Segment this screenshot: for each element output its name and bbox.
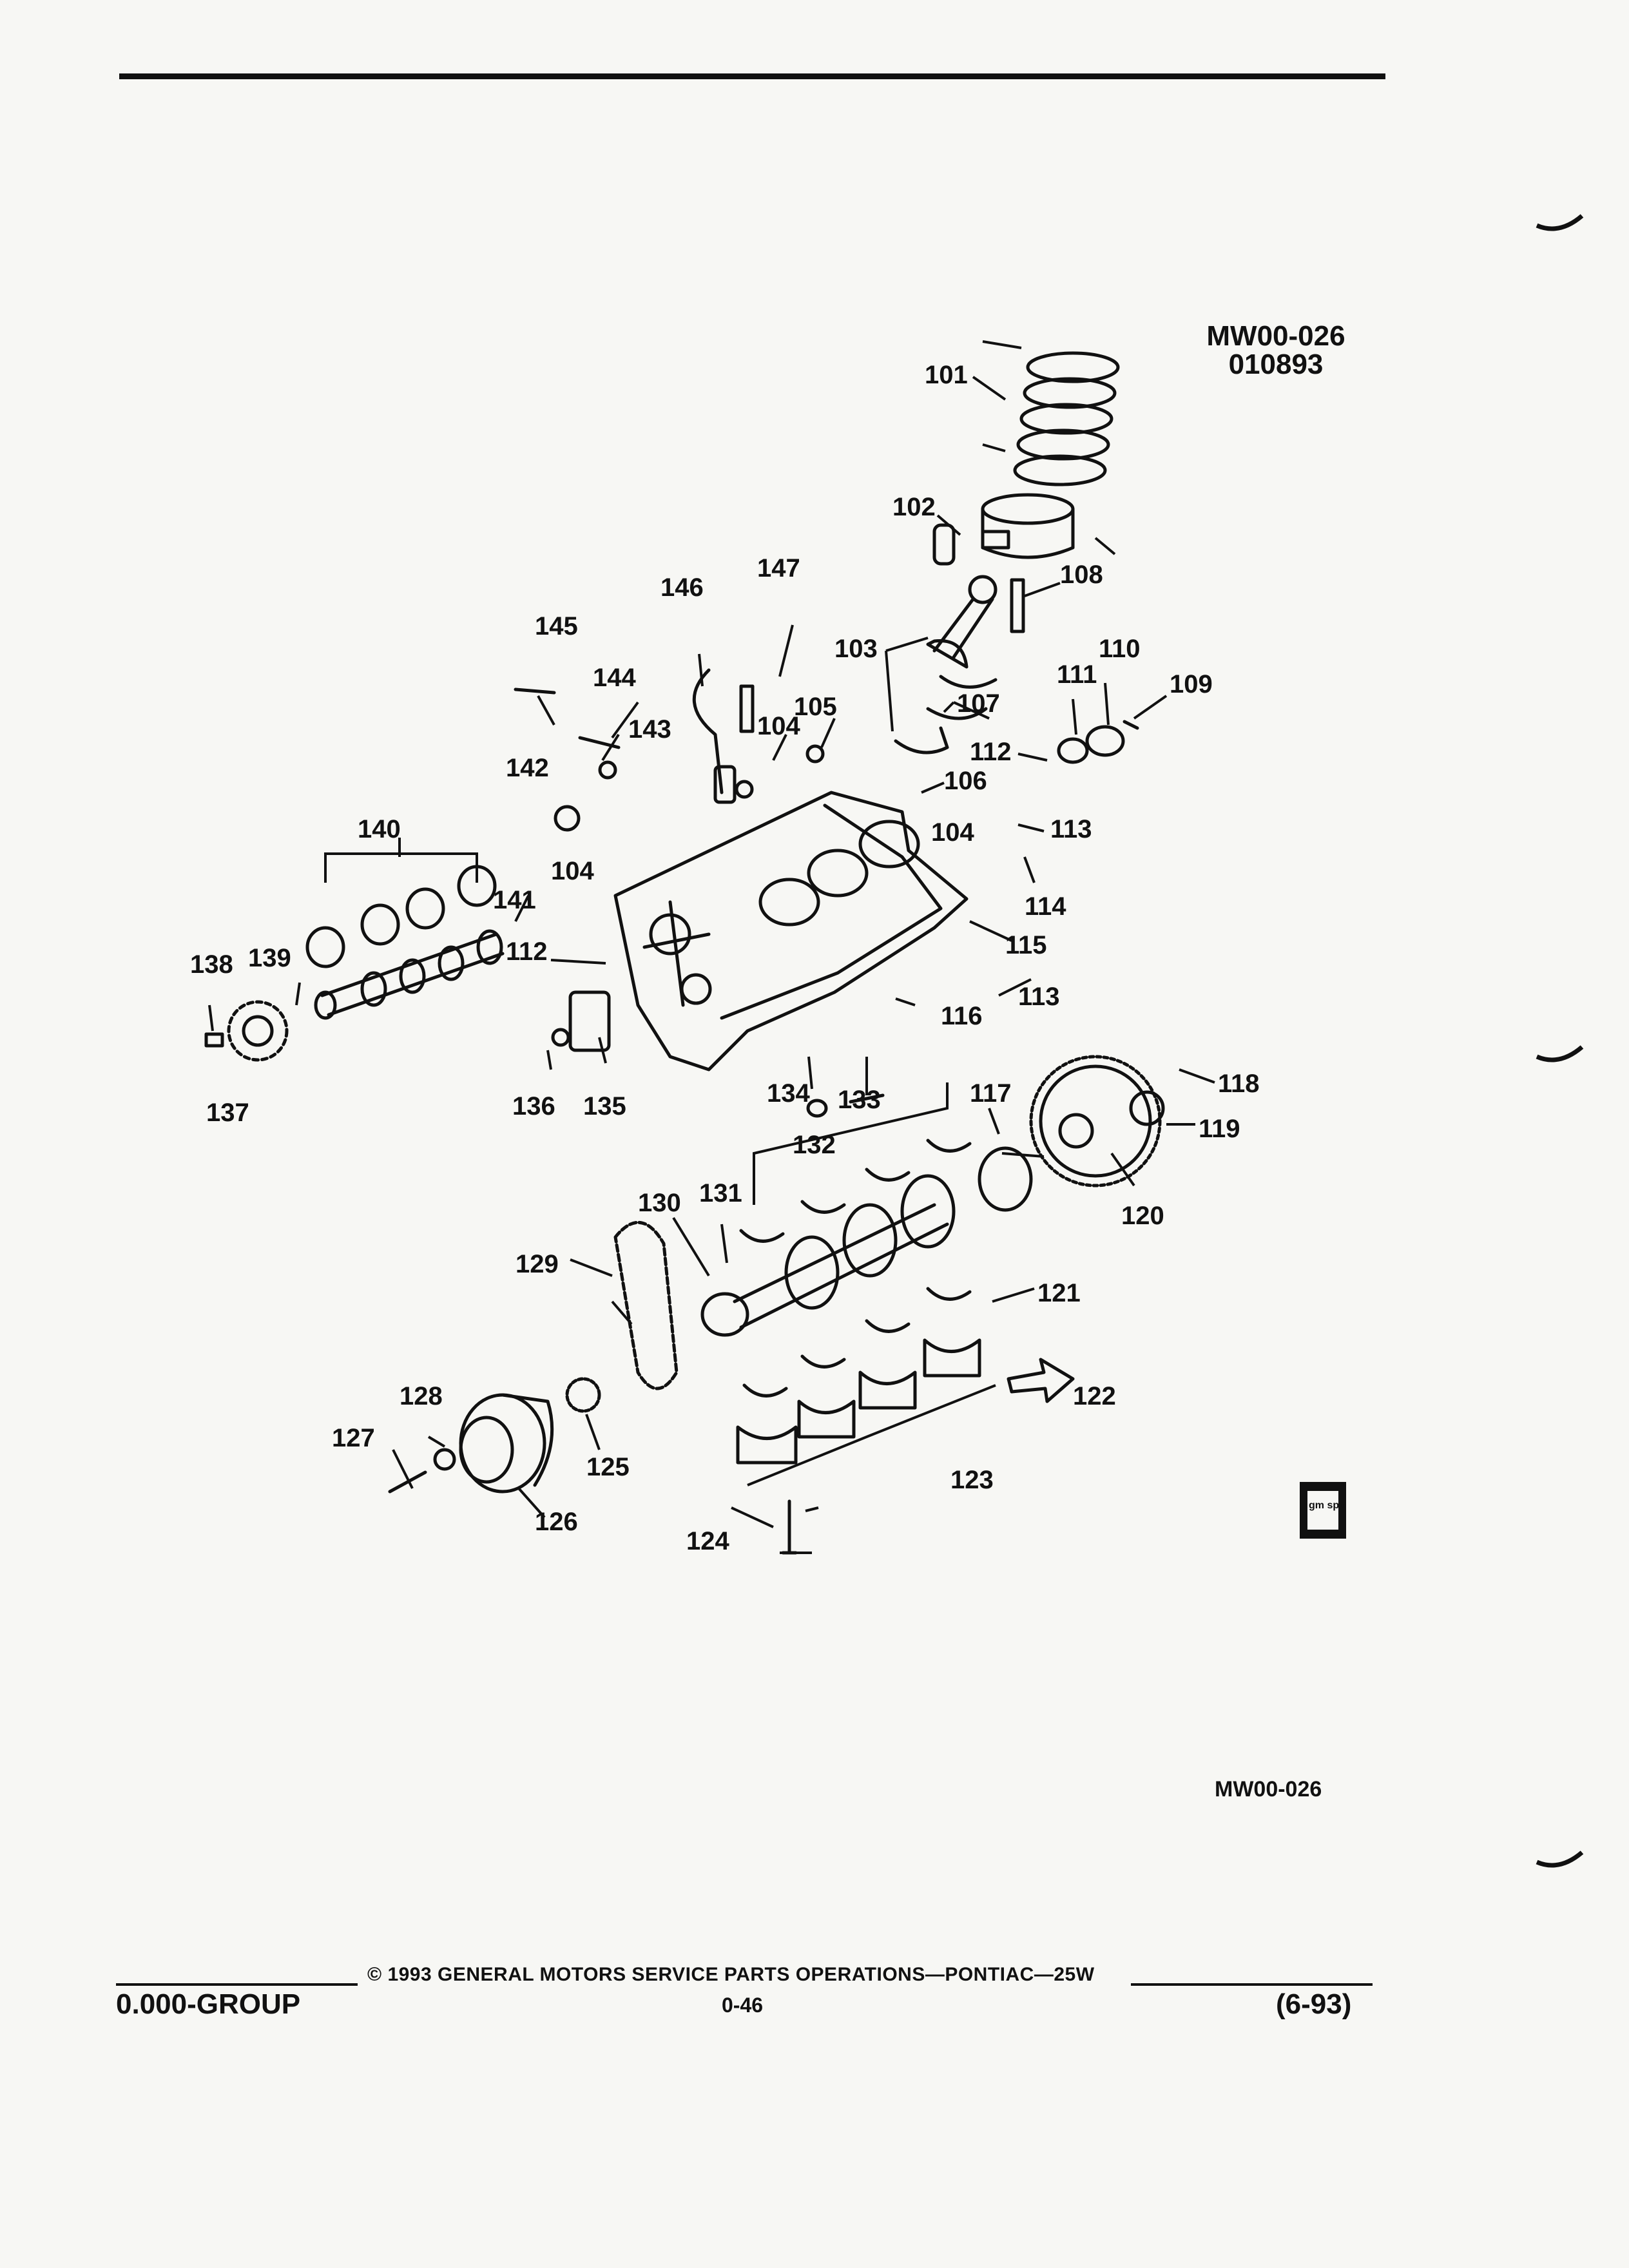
main-bearings-upper [739, 1139, 972, 1243]
callout-127: 127 [332, 1424, 375, 1452]
arrow-indicator [1007, 1358, 1075, 1403]
callout-134: 134 [767, 1079, 810, 1108]
callout-121: 121 [1037, 1279, 1081, 1307]
callout-132: 132 [793, 1131, 836, 1159]
callout-120: 120 [1121, 1202, 1164, 1230]
callout-144: 144 [593, 664, 636, 692]
callout-113b: 113 [1018, 983, 1060, 1011]
callout-104b: 104 [931, 818, 974, 847]
cover-parts [1057, 720, 1139, 764]
washer [433, 1448, 456, 1471]
cam-sprocket [204, 1000, 289, 1062]
footer-rule-left [116, 1983, 358, 1986]
binding-mark-3 [1536, 1850, 1584, 1868]
callout-130: 130 [638, 1189, 681, 1217]
callout-126: 126 [535, 1508, 578, 1536]
timing-chain [613, 1220, 679, 1390]
header-rule [119, 73, 1385, 79]
callout-137: 137 [206, 1099, 249, 1127]
leader-lines [208, 340, 1215, 1554]
callout-112b: 112 [506, 937, 548, 966]
camshaft [314, 929, 505, 1020]
footer-rule-right [1131, 1983, 1373, 1986]
callout-113: 113 [1050, 815, 1092, 843]
callout-103: 103 [834, 635, 878, 663]
callout-142: 142 [506, 754, 549, 782]
callout-111: 111 [1057, 660, 1097, 689]
callout-141: 141 [493, 886, 536, 914]
callout-109: 109 [1170, 670, 1213, 698]
callout-114: 114 [1025, 892, 1066, 921]
callout-108: 108 [1060, 561, 1103, 589]
balancer-bolt [388, 1470, 427, 1494]
figure-code: MW00-026 [1215, 1777, 1322, 1802]
binding-mark-1 [1536, 214, 1584, 231]
callout-107: 107 [957, 689, 1000, 718]
callout-labels: 101 102 103 104 104 104 105 106 107 108 … [190, 361, 1260, 1555]
callout-101: 101 [925, 361, 968, 389]
main-cap-bolt [781, 1499, 798, 1555]
callout-131: 131 [699, 1179, 742, 1207]
figure-reference: MW00-026 010893 [1186, 322, 1366, 379]
callout-123: 123 [950, 1466, 994, 1494]
crankshaft [700, 1174, 956, 1337]
flywheel [1029, 1055, 1165, 1187]
callout-146: 146 [660, 573, 704, 602]
callout-104c: 104 [551, 857, 594, 885]
footer-date: (6-93) [1276, 1988, 1352, 2020]
callout-138: 138 [190, 950, 233, 979]
footer-group: 0.000-GROUP [116, 1988, 301, 2020]
engine-block [613, 791, 969, 1072]
callout-147: 147 [757, 554, 800, 582]
callout-133: 133 [838, 1086, 881, 1114]
footer-copyright: © 1993 GENERAL MOTORS SERVICE PARTS OPER… [367, 1964, 1095, 1985]
harmonic-balancer [459, 1393, 554, 1494]
callout-143: 143 [628, 715, 671, 744]
callout-139: 139 [248, 944, 291, 972]
callout-128: 128 [400, 1382, 443, 1410]
callout-140: 140 [358, 815, 401, 843]
callout-136: 136 [512, 1092, 555, 1120]
cam-bearings [305, 865, 497, 968]
callout-119: 119 [1199, 1115, 1240, 1143]
figure-ref-date: 010893 [1228, 349, 1324, 380]
piston-rings [1013, 351, 1120, 486]
callout-122: 122 [1073, 1382, 1116, 1410]
callout-118: 118 [1218, 1070, 1260, 1098]
callout-125: 125 [586, 1453, 630, 1481]
callout-102: 102 [892, 493, 936, 521]
callout-106: 106 [944, 767, 987, 795]
callout-110: 110 [1099, 635, 1141, 663]
callout-104: 104 [757, 712, 800, 740]
callout-116: 116 [941, 1002, 983, 1030]
callout-145: 145 [535, 612, 578, 640]
callout-129: 129 [516, 1250, 559, 1278]
rear-seal [978, 1146, 1033, 1212]
callout-112: 112 [970, 738, 1012, 766]
callout-115: 115 [1005, 931, 1047, 959]
gm-spo-logo: gm spo [1300, 1482, 1346, 1539]
callout-117: 117 [970, 1079, 1012, 1108]
callout-124: 124 [686, 1527, 729, 1555]
figure-ref-code: MW00-026 [1206, 320, 1345, 352]
crank-sprocket [565, 1377, 601, 1413]
callout-135: 135 [583, 1092, 626, 1120]
main-caps [736, 1338, 981, 1465]
main-bearings-lower [742, 1287, 972, 1398]
binding-mark-2 [1536, 1045, 1584, 1062]
callout-105: 105 [794, 693, 837, 721]
footer-page-number: 0-46 [722, 1994, 764, 2017]
logo-text: gm spo [1309, 1500, 1345, 1511]
piston [932, 493, 1075, 566]
connecting-rod [894, 575, 1025, 754]
